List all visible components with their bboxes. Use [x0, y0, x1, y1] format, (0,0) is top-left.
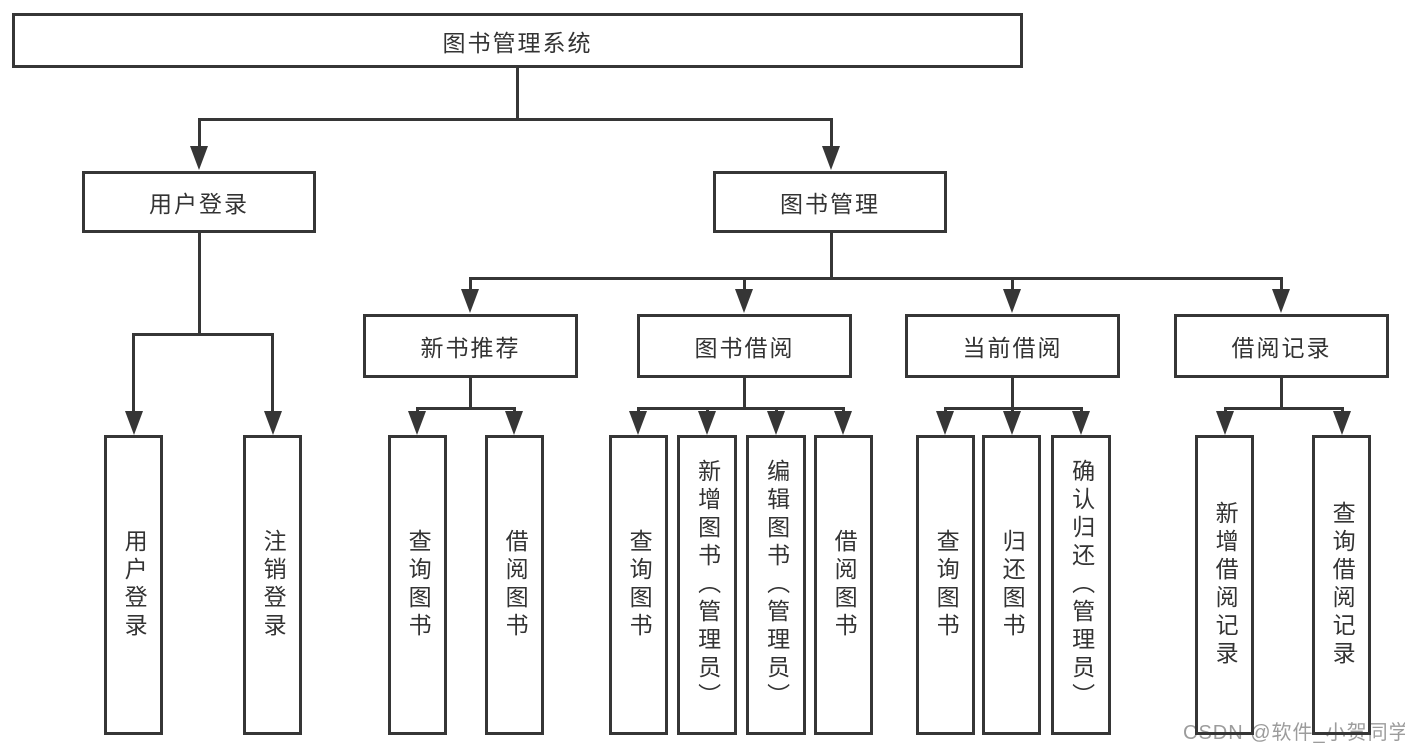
- leaf-add-borrow-record: 新增借阅记录: [1195, 435, 1254, 735]
- leaf-query-books-borrow: 查询图书: [609, 435, 668, 735]
- arrowhead-icon: [461, 289, 479, 313]
- arrowhead-icon: [698, 411, 716, 435]
- leaf-add-books-admin-label: 新增图书（管理员）: [694, 459, 721, 711]
- csdn-watermark: CSDN @软件_小贺同学: [1183, 722, 1405, 744]
- connector-current-vline: [1011, 376, 1014, 407]
- connector-records-vline: [1280, 376, 1283, 407]
- leaf-borrow-books: 借阅图书: [814, 435, 873, 735]
- leaf-logout-label: 注销登录: [260, 529, 287, 641]
- node-borrow-records-label: 借阅记录: [1231, 335, 1332, 361]
- arrowhead-icon: [1272, 289, 1290, 313]
- connector-login-leaf2-stem: [271, 333, 274, 415]
- connector-borrow-stem: [743, 277, 746, 292]
- connector-mgmt-vline: [830, 231, 833, 277]
- node-current-borrow-label: 当前借阅: [962, 335, 1063, 361]
- connector-login-hline: [133, 333, 274, 336]
- node-new-book-recommend-label: 新书推荐: [420, 335, 521, 361]
- leaf-confirm-return-admin-label: 确认归还（管理员）: [1068, 459, 1095, 711]
- connector-mgmt-stem: [830, 118, 833, 150]
- arrowhead-icon: [408, 411, 426, 435]
- node-user-login-label: 用户登录: [149, 191, 249, 217]
- node-book-borrow-label: 图书借阅: [694, 335, 795, 361]
- arrowhead-icon: [629, 411, 647, 435]
- connector-records-hline: [1225, 407, 1343, 410]
- leaf-add-borrow-record-label: 新增借阅记录: [1212, 501, 1239, 669]
- arrowhead-icon: [1072, 411, 1090, 435]
- node-book-management-label: 图书管理: [780, 191, 880, 217]
- arrowhead-icon: [1003, 411, 1021, 435]
- connector-root-hline: [198, 118, 833, 121]
- connector-login-stem: [198, 118, 201, 150]
- leaf-confirm-return-admin: 确认归还（管理员）: [1051, 435, 1111, 735]
- connector-newbook-hline: [417, 407, 516, 410]
- leaf-logout: 注销登录: [243, 435, 302, 735]
- arrowhead-icon: [125, 411, 143, 435]
- node-user-login: 用户登录: [82, 171, 316, 233]
- node-library-management-system: 图书管理系统: [12, 13, 1023, 68]
- leaf-query-books-recommend: 查询图书: [388, 435, 447, 735]
- node-root-label: 图书管理系统: [442, 29, 593, 56]
- leaf-query-books-current-label: 查询图书: [933, 529, 960, 641]
- arrowhead-icon: [936, 411, 954, 435]
- leaf-add-books-admin: 新增图书（管理员）: [677, 435, 737, 735]
- leaf-borrow-books-recommend: 借阅图书: [485, 435, 544, 735]
- arrowhead-icon: [1216, 411, 1234, 435]
- leaf-query-books-borrow-label: 查询图书: [626, 529, 653, 641]
- node-book-management: 图书管理: [713, 171, 947, 233]
- leaf-borrow-books-label: 借阅图书: [831, 529, 858, 641]
- connector-newbook-vline: [469, 376, 472, 407]
- leaf-query-borrow-record: 查询借阅记录: [1312, 435, 1371, 735]
- arrowhead-icon: [1003, 289, 1021, 313]
- node-current-borrow: 当前借阅: [905, 314, 1120, 378]
- arrowhead-icon: [735, 289, 753, 313]
- connector-root-vline: [516, 66, 519, 118]
- leaf-user-login: 用户登录: [104, 435, 163, 735]
- leaf-user-login-label: 用户登录: [121, 529, 148, 641]
- arrowhead-icon: [767, 411, 785, 435]
- connector-records-stem: [1280, 277, 1283, 292]
- leaf-query-borrow-record-label: 查询借阅记录: [1329, 501, 1356, 669]
- leaf-borrow-books-recommend-label: 借阅图书: [502, 529, 529, 641]
- arrowhead-icon: [264, 411, 282, 435]
- arrowhead-icon: [822, 146, 840, 170]
- leaf-return-books: 归还图书: [982, 435, 1041, 735]
- arrowhead-icon: [505, 411, 523, 435]
- arrowhead-icon: [834, 411, 852, 435]
- connector-borrow-hline: [638, 407, 845, 410]
- connector-borrow-vline: [743, 376, 746, 407]
- leaf-edit-books-admin: 编辑图书（管理员）: [746, 435, 806, 735]
- connector-login-vline: [198, 231, 201, 333]
- leaf-edit-books-admin-label: 编辑图书（管理员）: [763, 459, 790, 711]
- connector-login-leaf1-stem: [132, 333, 135, 415]
- leaf-query-books-current: 查询图书: [916, 435, 975, 735]
- node-book-borrow: 图书借阅: [637, 314, 852, 378]
- arrowhead-icon: [1333, 411, 1351, 435]
- leaf-query-books-recommend-label: 查询图书: [405, 529, 432, 641]
- arrowhead-icon: [190, 146, 208, 170]
- node-borrow-records: 借阅记录: [1174, 314, 1389, 378]
- connector-mgmt-hline: [469, 277, 1283, 280]
- node-new-book-recommend: 新书推荐: [363, 314, 578, 378]
- connector-newbook-stem: [469, 277, 472, 292]
- leaf-return-books-label: 归还图书: [999, 529, 1026, 641]
- connector-current-stem: [1011, 277, 1014, 292]
